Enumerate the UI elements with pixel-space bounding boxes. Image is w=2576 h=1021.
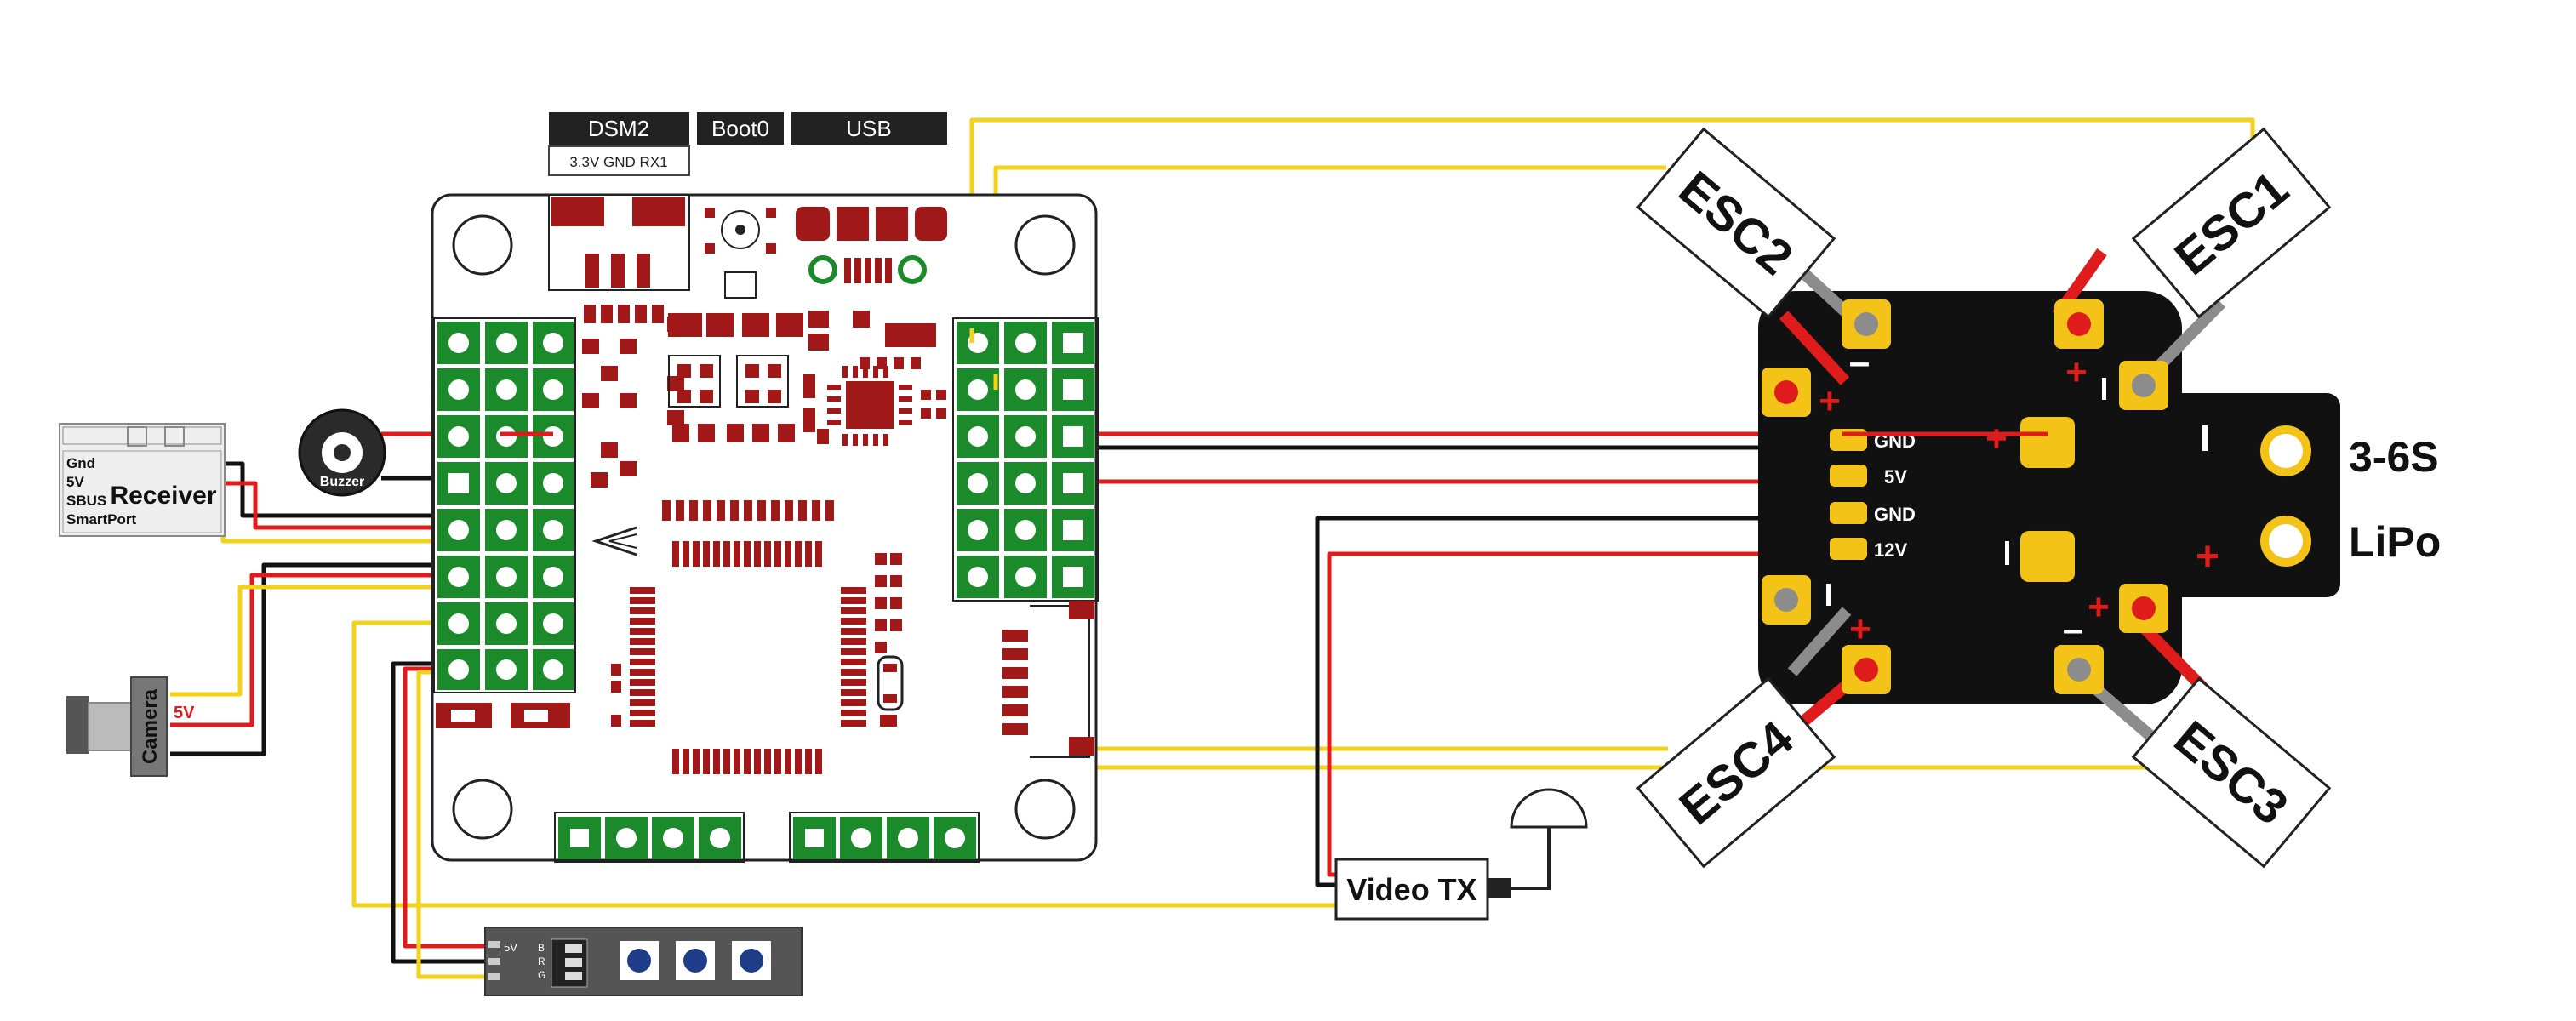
tab-boot0-label: Boot0 bbox=[711, 116, 769, 141]
esc2: ESC2 bbox=[1636, 127, 1836, 319]
wire-endpoints bbox=[500, 328, 998, 436]
receiver-title: Receiver bbox=[110, 482, 216, 510]
polarity-marks: – + + + + + – bbox=[1819, 341, 2110, 650]
wire-cam-5v bbox=[170, 573, 502, 727]
esc4: ESC4 bbox=[1636, 676, 1836, 869]
receiver: Receiver Gnd 5V SBUS SmartPort bbox=[59, 423, 226, 537]
svg-text:+: + bbox=[1849, 608, 1871, 650]
mount-hole-bl bbox=[452, 779, 513, 840]
left-pin-grid bbox=[437, 322, 574, 690]
battery-label-lipo: LiPo bbox=[2349, 518, 2441, 566]
video-tx-body bbox=[1334, 858, 1489, 921]
video-tx-connector bbox=[1488, 878, 1511, 898]
receiver-pin-5v: 5V bbox=[66, 474, 84, 490]
wire-cam-gnd bbox=[170, 562, 460, 756]
battery-label-cells: 3-6S bbox=[2349, 433, 2439, 481]
svg-text:–: – bbox=[1849, 341, 1870, 383]
esc1: ESC1 bbox=[2131, 127, 2332, 319]
receiver-pin-gnd: Gnd bbox=[66, 455, 95, 471]
svg-text:+: + bbox=[2065, 351, 2088, 393]
buzzer-label: Buzzer bbox=[320, 475, 364, 489]
flight-controller bbox=[431, 193, 1099, 863]
pdb-board bbox=[1758, 291, 2182, 704]
video-tx: Video TX bbox=[1334, 788, 1588, 921]
mount-hole-tr bbox=[1014, 214, 1076, 276]
bottom-header-right bbox=[789, 812, 980, 863]
tab-dsm2-sub bbox=[548, 145, 690, 176]
svg-text:+: + bbox=[1985, 418, 2008, 459]
svg-text:–: – bbox=[2063, 608, 2083, 650]
tab-usb bbox=[791, 112, 947, 145]
pdb-assembly: + 3-6S LiPo bbox=[1636, 127, 2441, 869]
mcu-chip bbox=[611, 500, 902, 774]
tab-dsm2-label: DSM2 bbox=[588, 116, 649, 141]
header-tabs: DSM2 3.3V GND RX1 Boot0 USB bbox=[548, 112, 947, 176]
regulator-right bbox=[736, 355, 789, 408]
tab-usb-label: USB bbox=[846, 116, 891, 141]
receiver-pin-smartport: SmartPort bbox=[66, 511, 137, 528]
svg-text:+: + bbox=[1819, 380, 1841, 422]
led-pin-r: R bbox=[538, 955, 545, 967]
led-pin-b: B bbox=[538, 942, 545, 954]
right-pin-header bbox=[952, 317, 1099, 602]
bottom-header-left bbox=[554, 812, 745, 863]
receiver-pin-sbus: SBUS bbox=[66, 493, 106, 509]
side-connector bbox=[1030, 605, 1090, 758]
usb-connector bbox=[796, 207, 830, 241]
buzzer: Buzzer bbox=[298, 408, 386, 497]
camera-voltage-label: 5V bbox=[174, 704, 195, 722]
direction-arrow bbox=[591, 526, 637, 556]
led-pin-5v: 5V bbox=[504, 941, 517, 954]
tab-dsm2 bbox=[549, 112, 689, 145]
tab-boot0 bbox=[697, 112, 784, 145]
wire-rx-5v bbox=[201, 481, 502, 530]
wire-cam-video bbox=[170, 585, 550, 697]
pdb-pad-5v: 5V bbox=[1884, 466, 1907, 488]
led-pin-g: G bbox=[538, 969, 545, 981]
tab-dsm2-sub-label: 3.3V GND RX1 bbox=[569, 154, 667, 170]
smd-components-top bbox=[582, 305, 936, 488]
camera-body bbox=[130, 676, 168, 777]
receiver-body bbox=[59, 423, 226, 537]
mount-hole-br bbox=[1014, 779, 1076, 840]
battery-tab bbox=[2162, 393, 2340, 597]
wire-vtx-gnd bbox=[1315, 516, 1842, 887]
wire-vtx-12v bbox=[1327, 551, 1842, 877]
battery-plus: + bbox=[2196, 534, 2219, 579]
regulator-left bbox=[668, 355, 721, 408]
fc-board bbox=[431, 193, 1098, 862]
camera: Camera 5V bbox=[66, 676, 195, 777]
mount-hole-tl bbox=[452, 214, 513, 276]
pdb-pad-12v: 12V bbox=[1874, 539, 1907, 561]
antenna bbox=[1510, 788, 1588, 829]
led-strip: 5V B R G bbox=[484, 927, 803, 996]
antenna-cable bbox=[1511, 827, 1551, 890]
svg-text:+: + bbox=[2088, 586, 2110, 628]
right-pin-grid bbox=[957, 322, 1094, 598]
wire-led-gnd bbox=[391, 661, 485, 964]
camera-label: Camera bbox=[139, 688, 162, 764]
gyro-chip bbox=[846, 381, 894, 429]
left-pin-header bbox=[433, 317, 576, 693]
pdb-pad-gnd-2: GND bbox=[1874, 504, 1916, 525]
boot-button bbox=[721, 210, 760, 249]
camera-lens bbox=[66, 696, 89, 754]
esc3: ESC3 bbox=[2131, 676, 2332, 869]
video-tx-label: Video TX bbox=[1346, 872, 1476, 907]
